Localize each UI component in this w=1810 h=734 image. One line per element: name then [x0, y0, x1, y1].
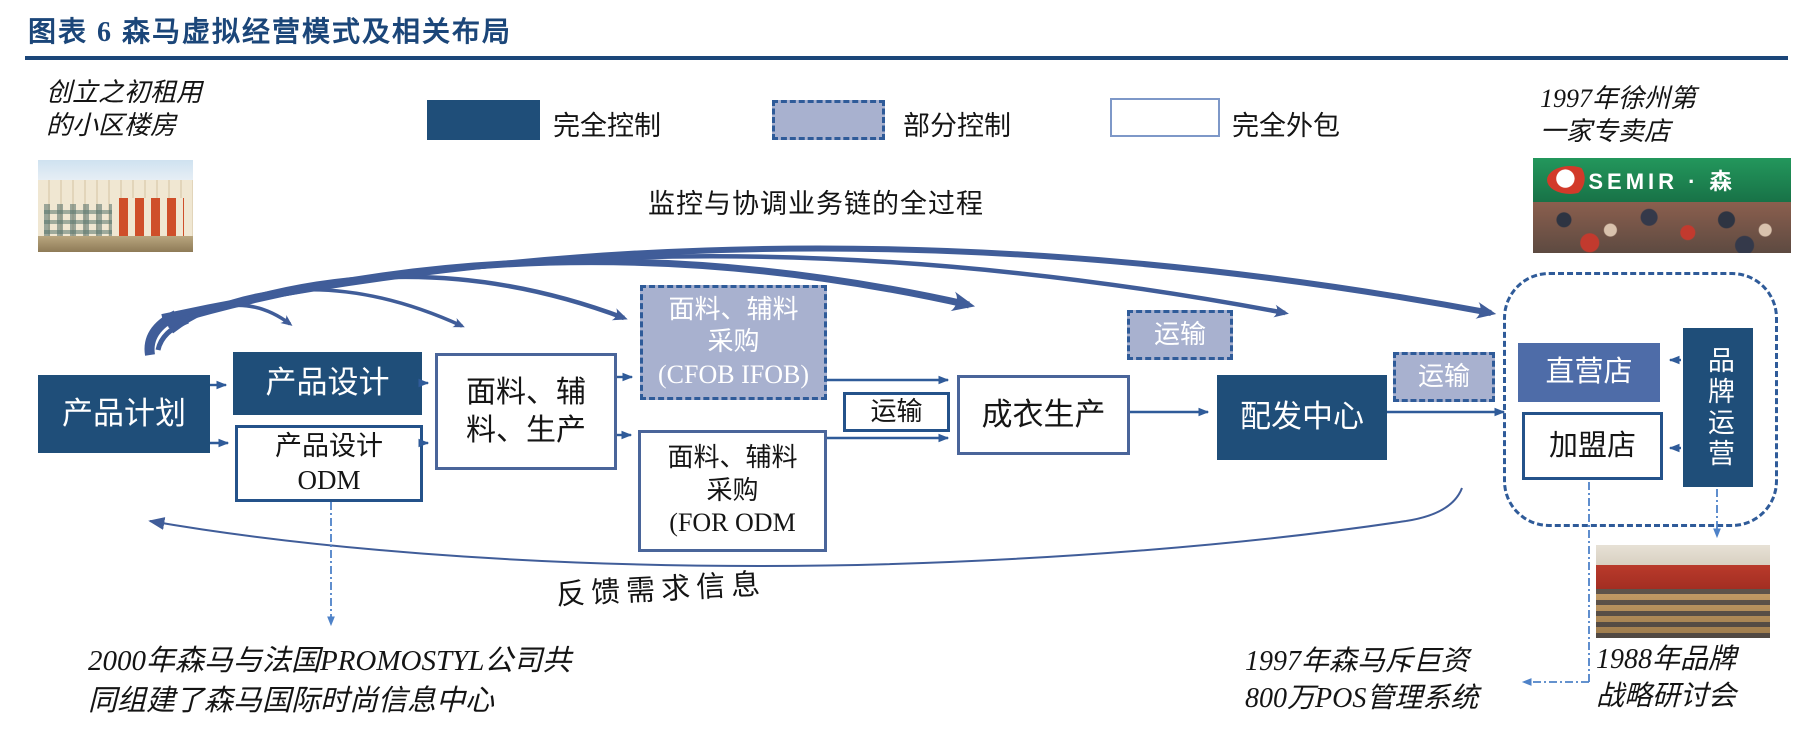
note-brand-seminar: 1988年品牌 战略研讨会 [1596, 644, 1737, 712]
building-photo-sky [38, 160, 193, 180]
semir-logo-icon [1547, 166, 1593, 194]
store-sign-text: SEMIR · 森 [1588, 169, 1736, 194]
node-franchise-store: 加盟店 [1522, 412, 1663, 480]
conference-photo [1596, 545, 1770, 638]
node-purchase-for-odm: 面料、辅料 采购 (FOR ODM [638, 430, 827, 552]
conference-photo-banner [1596, 565, 1770, 589]
note-founding-building: 创立之初租用 的小区楼房 [46, 78, 203, 140]
note-pos-system: 1997年森马斥巨资 800万POS管理系统 [1245, 646, 1479, 714]
monitor-label: 监控与协调业务链的全过程 [648, 189, 984, 219]
conference-photo-audience [1596, 589, 1770, 638]
legend-label-outsourced: 完全外包 [1232, 111, 1340, 141]
node-fabric-production: 面料、辅 料、生产 [435, 353, 617, 470]
node-product-plan: 产品计划 [38, 375, 210, 453]
figure-title: 图表 6 森马虚拟经营模式及相关布局 [28, 17, 513, 48]
legend-label-full-control: 完全控制 [553, 111, 661, 141]
node-product-design-odm: 产品设计 ODM [235, 425, 423, 502]
title-underline [25, 56, 1788, 60]
legend-swatch-full-control [427, 100, 540, 140]
feedback-label: 反馈需求信息 [555, 568, 767, 612]
node-transport-outsourced: 运输 [843, 392, 950, 432]
legend-swatch-partial-control [772, 100, 885, 140]
node-direct-store: 直营店 [1518, 343, 1660, 402]
note-promostyl-center: 2000年森马与法国PROMOSTYL公司共 同组建了森马国际时尚信息中心 [88, 645, 572, 717]
node-brand-operation: 品牌运营 [1683, 328, 1753, 487]
building-photo-facade [38, 180, 193, 252]
conference-photo-ceiling [1596, 545, 1770, 565]
retail-group-container [1503, 272, 1778, 527]
node-transport-partial-1: 运输 [1127, 310, 1233, 360]
building-photo-base [38, 236, 193, 252]
node-garment-production: 成衣生产 [957, 375, 1130, 455]
node-product-design: 产品设计 [233, 352, 422, 415]
store-photo-crowd [1533, 202, 1791, 253]
store-photo-sign: SEMIR · 森 [1533, 158, 1791, 202]
legend-swatch-outsourced [1110, 98, 1220, 137]
building-photo [38, 160, 193, 252]
note-first-store: 1997年徐州第 一家专卖店 [1540, 84, 1697, 146]
node-purchase-cfob: 面料、辅料 采购 (CFOB IFOB) [640, 285, 827, 400]
node-distribution-center: 配发中心 [1217, 375, 1387, 460]
node-transport-partial-2: 运输 [1393, 352, 1495, 402]
store-photo: SEMIR · 森 [1533, 158, 1791, 253]
legend-label-partial-control: 部分控制 [903, 111, 1011, 141]
